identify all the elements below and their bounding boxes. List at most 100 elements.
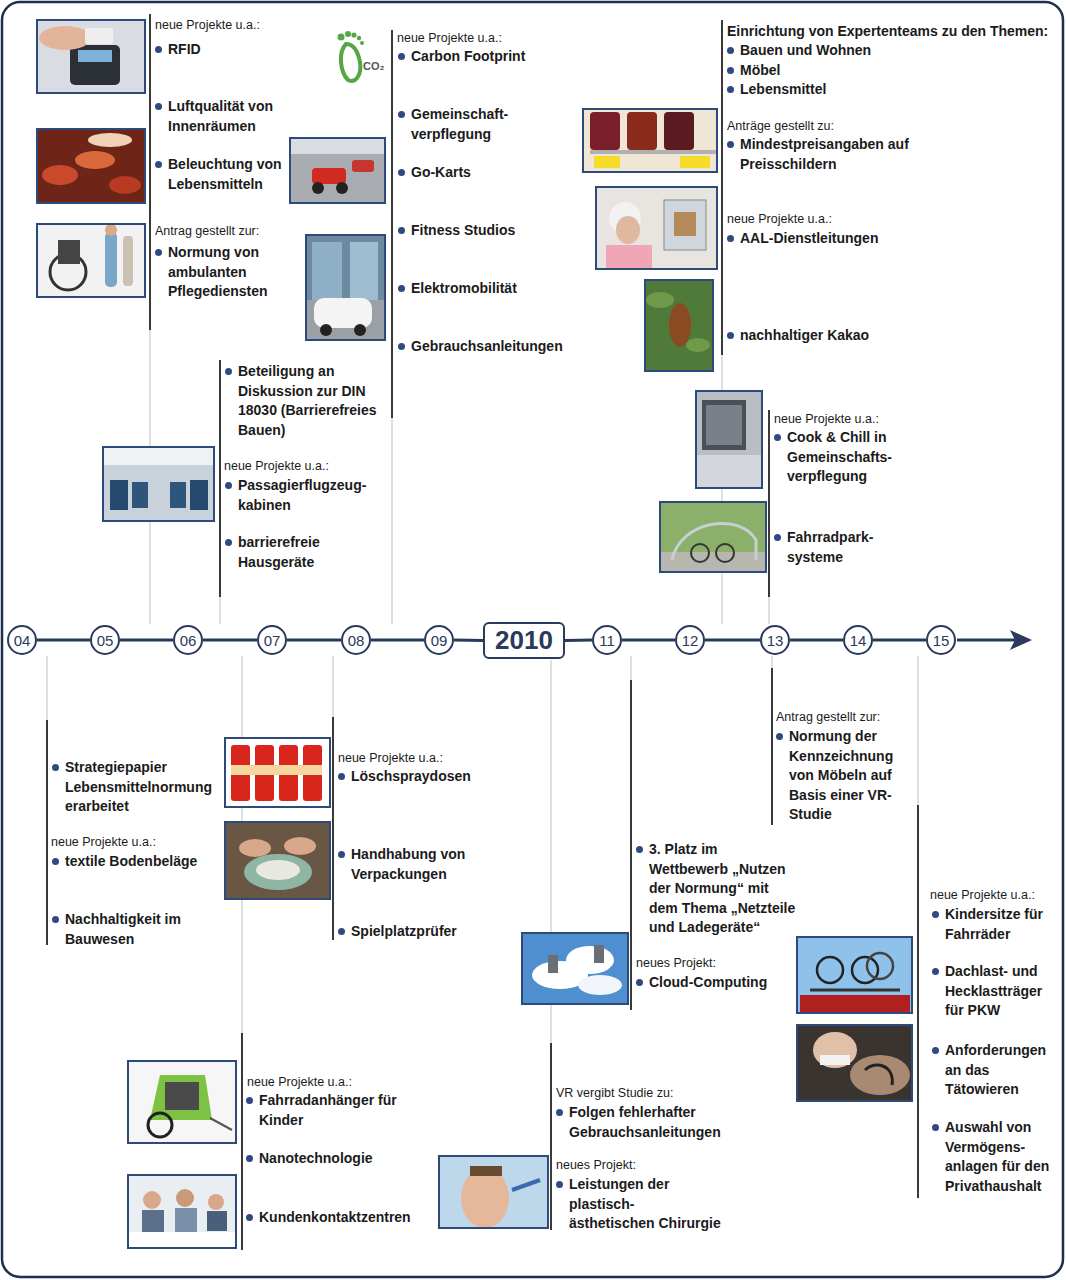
bullet-item: Gemeinschaft- verpflegung [411,105,581,144]
photo-cookchill [696,391,762,488]
photo-wheelchair [37,224,145,297]
bullet-dot [155,161,162,168]
bullet-item: Folgen fehlerhafter Gebrauchsanleitungen [569,1103,723,1142]
year-text: 09 [431,632,448,649]
bullet-dot [932,968,939,975]
bullet-item: nachhaltiger Kakao [740,326,1040,346]
bullet-dot [246,1214,253,1221]
bullet-item: Go-Karts [411,163,581,183]
bullet-item: Passagierflugzeug- kabinen [238,476,388,515]
bullet-item: Fahrradpark- systeme [787,528,912,567]
year-circle: 04 [7,625,37,655]
photo-cocoa [645,280,713,371]
bullet-dot [636,846,643,853]
bullet-dot [932,1047,939,1054]
bullet-dot [338,773,345,780]
timeline-axis [790,639,843,642]
year-circle: 05 [90,625,120,655]
section-heading: neue Projekte u.a.: [774,411,924,427]
year-circle: 09 [424,625,454,655]
bullet-item: textile Bodenbeläge [65,852,220,872]
bullet-item: Möbel [740,61,1040,81]
year-text: 2010 [495,625,553,656]
bullet-dot [727,47,734,54]
timeline-axis [37,639,90,642]
bullet-item: Dachlast- und Hecklastträger für PKW [945,962,1057,1021]
year-box: 2010 [483,622,565,659]
photo-ecar [306,235,385,340]
year-circle: 06 [173,625,203,655]
bullet-item: Strategiepapier Lebensmittelnormung erar… [65,758,220,817]
section-heading: Antrag gestellt zur: [155,223,305,239]
timeline-axis [622,639,675,642]
section-title: Einrichtung von Expertenteams zu den The… [727,22,1059,42]
photo-biketrailer [128,1061,236,1143]
bullet-dot [774,434,781,441]
photo-jams [583,109,717,172]
photo-carrack [797,937,912,1013]
bullet-item: Spielplatzprüfer [351,922,481,942]
bullet-dot [52,764,59,771]
year-circle: 15 [926,625,956,655]
bullet-dot [932,1124,939,1131]
bullet-dot [225,368,232,375]
bullet-item: Anforderungen an das Tätowieren [945,1041,1057,1100]
bullet-dot [774,534,781,541]
section-heading: Antrag gestellt zur: [776,709,906,725]
section-heading: Anträge gestellt zu: [727,118,1027,134]
bullet-item: 3. Platz im Wettbewerb „Nutzen der Normu… [649,840,799,938]
photo-packaging [225,822,330,899]
guide-lines [47,330,918,1043]
year-text: 14 [850,632,867,649]
bullet-item: Mindestpreisangaben auf Preisschildern [740,135,910,174]
year-text: 07 [264,632,281,649]
bullet-dot [246,1097,253,1104]
bullet-item: Beteiligung an Diskussion zur DIN 18030 … [238,362,388,440]
year-text: 15 [933,632,950,649]
axis-arrow [957,630,1032,650]
bullet-dot [398,285,405,292]
photo-tattoo [797,1025,912,1101]
bullet-dot [52,858,59,865]
bullet-dot [52,916,59,923]
timeline-axis [873,639,926,642]
year-circle: 11 [592,625,622,655]
section-heading: neue Projekte u.a.: [338,750,488,766]
timeline-axis [120,639,173,642]
bullet-item: Kundenkontaktzentren [259,1208,419,1228]
year-circle: 13 [760,625,790,655]
section-heading: neue Projekte u.a.: [727,211,1027,227]
bullet-dot [246,1155,253,1162]
bullet-item: barrierefreie Hausgeräte [238,533,388,572]
timeline-axis [454,639,483,643]
photo-aircabin [103,447,214,521]
bullet-item: Beleuchtung von Lebensmitteln [168,155,293,194]
bullet-item: Nanotechnologie [259,1149,419,1169]
photo-gokart [290,138,385,203]
bullet-item: Fitness Studios [411,221,581,241]
bullet-item: Bauen und Wohnen [740,41,1040,61]
section-heading: neue Projekte u.a.: [247,1074,407,1090]
bullet-item: Normung der Kennzeichnung von Möbeln auf… [789,727,904,825]
bullet-dot [636,979,643,986]
year-text: 13 [767,632,784,649]
year-text: 04 [14,632,31,649]
year-text: 08 [348,632,365,649]
bullet-item: Gebrauchsanleitungen [411,337,581,357]
year-text: 06 [180,632,197,649]
icon-label: CO₂ [363,60,389,73]
bullet-item: Luftqualität von Innenräumen [168,97,293,136]
bullet-item: Löschspraydosen [351,767,481,787]
bullet-item: Nachhaltigkeit im Bauwesen [65,910,220,949]
bullet-dot [225,539,232,546]
co2-footprint-icon [338,31,365,81]
photo-aal [596,187,717,269]
bullet-item: Kindersitze für Fahrräder [945,905,1057,944]
timeline-axis [287,639,341,642]
bullet-dot [155,249,162,256]
photo-rfid [37,20,145,93]
group-lines [47,14,918,1250]
photo-cloud [522,933,628,1004]
